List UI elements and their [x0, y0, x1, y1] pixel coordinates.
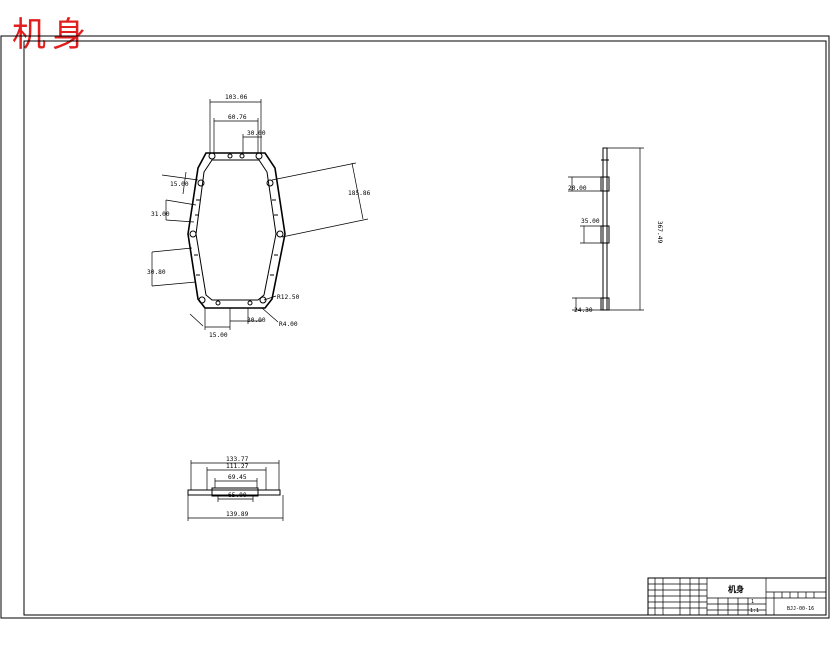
side-boss-lower: [600, 297, 610, 311]
bottom-plate: [187, 489, 281, 496]
joint-marks: [189, 152, 284, 306]
dim-top-inner: 30.00: [247, 130, 266, 137]
front-left-dim-lines: [151, 171, 199, 287]
bottom-view: 133.77 111.27 69.45 65.00 139.89: [187, 456, 284, 521]
side-view: 20.00 35.00 24.30 367.49: [568, 147, 663, 314]
dim-bottom-inner: 65.00: [228, 492, 247, 499]
front-view: 103.06 60.76 30.00 15.00 31.00 30.80 185…: [147, 94, 371, 339]
dim-radius-b: R4.00: [279, 321, 298, 328]
dim-side-mid: 35.00: [581, 218, 600, 225]
dim-left-lower: 30.80: [147, 269, 166, 276]
dim-side-lower: 24.30: [574, 307, 593, 314]
dim-side-upper: 20.00: [568, 185, 587, 192]
dim-bottom-third: 69.45: [228, 474, 247, 481]
dim-top-outer: 103.06: [225, 94, 248, 101]
dim-right-long: 185.86: [348, 190, 371, 197]
inner-border: [23, 40, 827, 616]
title-block-part-name: 机身: [728, 584, 744, 594]
frame-inner-outline: [195, 159, 277, 301]
bottom-dim-lines: [187, 460, 284, 521]
dim-left-upper: 15.00: [170, 181, 189, 188]
bottom-boss: [211, 487, 259, 497]
side-dim-lines: [568, 147, 644, 311]
title-block-drawing-no: BJJ-00-16: [787, 606, 814, 612]
front-right-dim-lines: [271, 162, 369, 238]
outer-frame: [0, 35, 830, 619]
dim-bottom-overall: 139.89: [226, 511, 249, 518]
front-bottom-dim-lines: [189, 295, 279, 330]
side-plate: [602, 147, 608, 311]
dim-bottom-left: 15.00: [209, 332, 228, 339]
dim-bottom-second: 111.27: [226, 463, 249, 470]
dim-side-height: 367.49: [656, 221, 663, 244]
dim-bottom-top: 133.77: [226, 456, 249, 463]
title-block-quantity: 1: [751, 599, 754, 605]
side-boss-upper: [600, 176, 610, 192]
dim-left-mid: 31.00: [151, 211, 170, 218]
dim-radius-a: R12.50: [277, 294, 300, 301]
title-block-scale: 1:1: [750, 608, 759, 614]
front-top-dim-lines: [209, 99, 262, 153]
side-boss-mid: [600, 225, 610, 244]
frame-outer-outline: [187, 152, 286, 309]
dim-bottom-mid: 30.00: [247, 317, 266, 324]
dim-top-mid: 60.76: [228, 114, 247, 121]
title-block: 机身 BJJ-00-16 1:1 1: [647, 577, 827, 616]
